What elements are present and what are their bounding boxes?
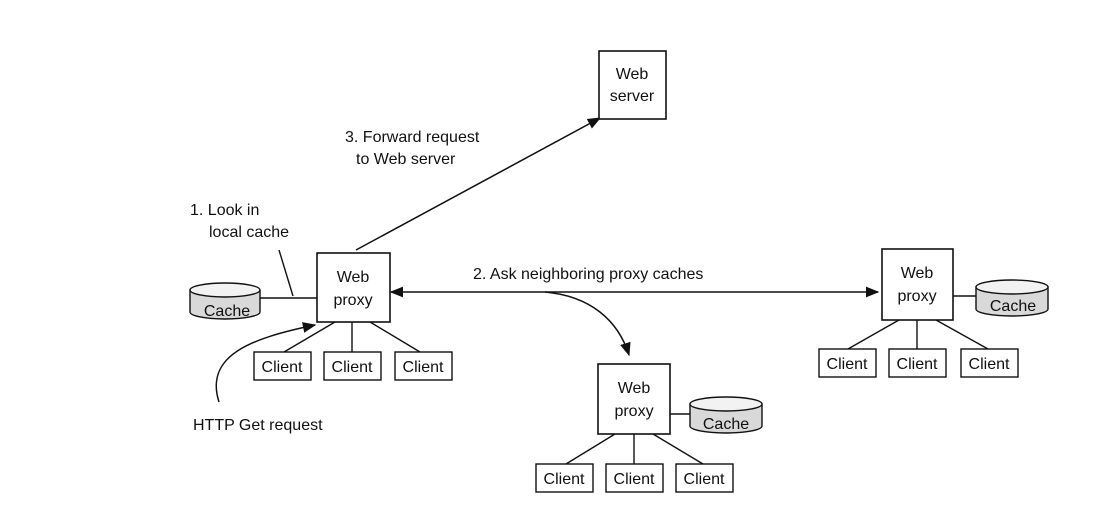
client-label: Client: [544, 471, 585, 488]
forward-request-arrow: [355, 117, 602, 251]
cache-main-label: Cache: [204, 303, 250, 320]
http-get-arrow: [215, 322, 317, 403]
web-proxy-main: Web proxy: [316, 252, 391, 323]
client-link: [935, 319, 989, 350]
client-box: Client: [535, 463, 594, 493]
cache-right-label: Cache: [990, 298, 1036, 315]
step3-label-line1: 3. Forward request: [345, 129, 480, 146]
web-server-node: Web server: [598, 50, 667, 120]
client-label: Client: [332, 359, 373, 376]
client-box: Client: [960, 348, 1019, 378]
client-label: Client: [614, 471, 655, 488]
client-box: Client: [675, 463, 734, 493]
step1-label-line1: 1. Look in: [190, 202, 259, 219]
step2-label: 2. Ask neighboring proxy caches: [473, 266, 703, 283]
client-link: [847, 319, 900, 350]
client-label: Client: [897, 356, 938, 373]
proxy-right-label-line1: Web: [901, 265, 934, 282]
client-link: [369, 321, 421, 353]
web-server-label-line2: server: [610, 88, 655, 105]
client-label: Client: [262, 359, 303, 376]
client-label: Client: [403, 359, 444, 376]
client-link: [283, 321, 336, 353]
client-box: Client: [323, 351, 382, 381]
client-box: Client: [253, 351, 312, 381]
cache-bottom-label: Cache: [703, 416, 749, 433]
client-link: [652, 433, 704, 465]
client-box: Client: [394, 351, 453, 381]
cache-right: Cache: [975, 279, 1049, 317]
client-box: Client: [818, 348, 877, 378]
proxy-right-label-line2: proxy: [897, 288, 936, 305]
web-server-label-line1: Web: [616, 66, 649, 83]
web-proxy-right: Web proxy: [881, 248, 954, 321]
step3-label-line2: to Web server: [356, 151, 456, 168]
client-box: Client: [888, 348, 947, 378]
neighbor-curve-arrow: [544, 291, 631, 357]
http-get-label: HTTP Get request: [193, 417, 323, 434]
cache-main: Cache: [189, 282, 261, 320]
look-in-cache-pointer: [278, 249, 294, 297]
web-proxy-bottom: Web proxy: [597, 363, 671, 435]
client-link: [565, 433, 616, 465]
proxy-main-label-line2: proxy: [333, 292, 372, 309]
client-label: Client: [969, 356, 1010, 373]
client-label: Client: [827, 356, 868, 373]
proxy-main-label-line1: Web: [337, 269, 370, 286]
step1-label-line2: local cache: [209, 224, 289, 241]
client-box: Client: [605, 463, 664, 493]
client-label: Client: [684, 471, 725, 488]
proxy-bottom-label-line1: Web: [618, 380, 651, 397]
cache-bottom: Cache: [689, 396, 763, 434]
proxy-bottom-label-line2: proxy: [614, 403, 653, 420]
